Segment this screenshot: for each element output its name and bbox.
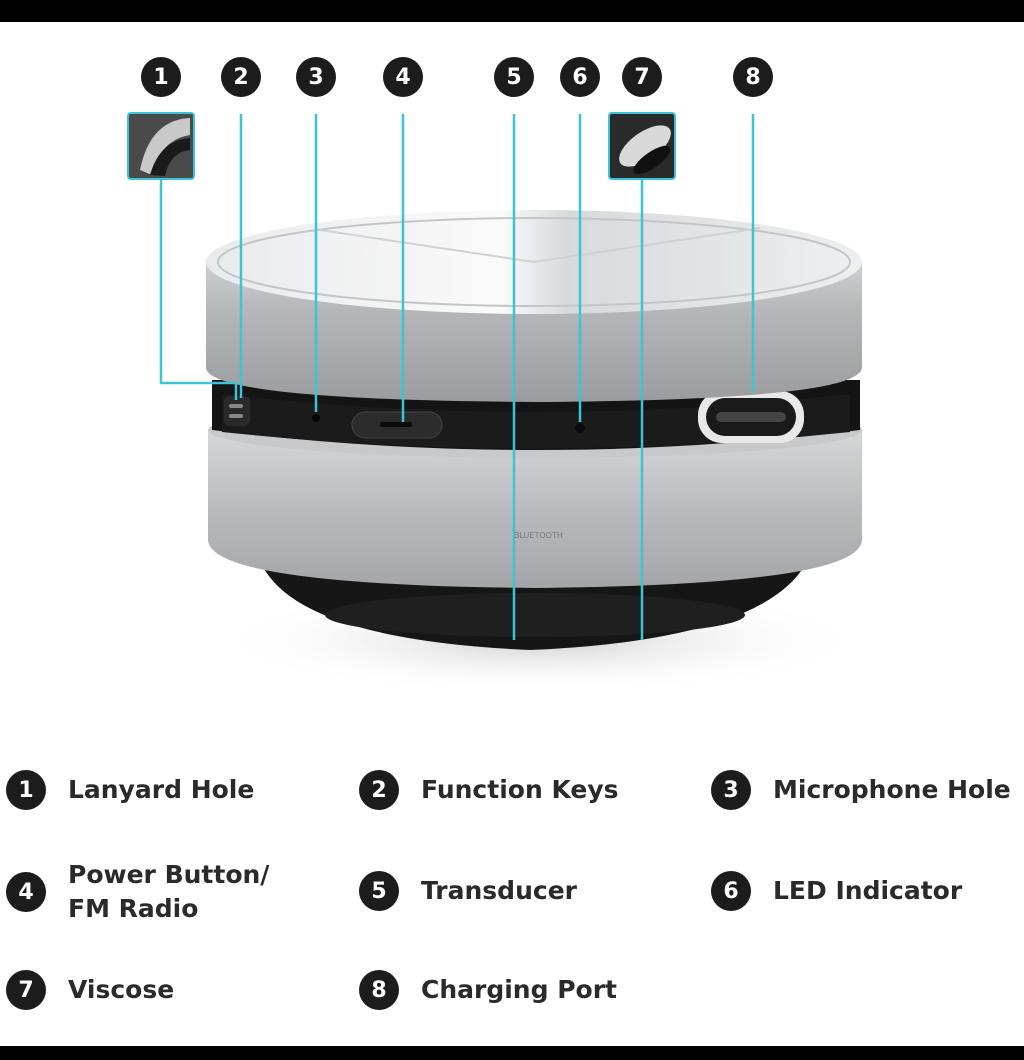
legend-badge: 6 bbox=[711, 871, 751, 911]
legend-badge: 2 bbox=[359, 770, 399, 810]
callout-badge-5: 5 bbox=[494, 57, 534, 97]
lanyard-hole bbox=[224, 396, 250, 426]
legend-item-1: 1 Lanyard Hole bbox=[6, 770, 254, 810]
legend-item-2: 2 Function Keys bbox=[359, 770, 619, 810]
product-diagram: BLUETOOTH 1 2 3 4 5 6 7 8 bbox=[0, 22, 1024, 722]
bottom-black-bar bbox=[0, 1046, 1024, 1060]
callout-badge-3: 3 bbox=[296, 57, 336, 97]
legend-label: Microphone Hole bbox=[773, 775, 1011, 804]
legend-badge: 4 bbox=[6, 872, 46, 912]
legend-item-6: 6 LED Indicator bbox=[711, 871, 962, 911]
callout-badge-4: 4 bbox=[383, 57, 423, 97]
legend-label: Transducer bbox=[421, 876, 577, 905]
callout-badge-1: 1 bbox=[141, 57, 181, 97]
callout-lines bbox=[159, 114, 755, 640]
legend-item-4: 4 Power Button/ FM Radio bbox=[6, 858, 269, 926]
legend-label: Power Button/ FM Radio bbox=[68, 860, 270, 923]
lower-housing bbox=[208, 430, 862, 588]
legend-label: Lanyard Hole bbox=[68, 775, 255, 804]
legend-badge: 8 bbox=[359, 970, 399, 1010]
speaker-illustration: BLUETOOTH bbox=[127, 112, 870, 695]
legend-badge: 5 bbox=[359, 871, 399, 911]
legend-badge: 7 bbox=[6, 970, 46, 1010]
product-marking-text: BLUETOOTH bbox=[514, 531, 563, 540]
inset-lanyard bbox=[127, 112, 195, 180]
led-indicator bbox=[575, 423, 585, 433]
legend-label: Viscose bbox=[68, 975, 175, 1004]
legend-item-3: 3 Microphone Hole bbox=[711, 770, 1011, 810]
callout-badge-7: 7 bbox=[622, 57, 662, 97]
legend-item-8: 8 Charging Port bbox=[359, 970, 617, 1010]
callout-badge-2: 2 bbox=[221, 57, 261, 97]
inset-viscose bbox=[608, 112, 676, 180]
legend-label: LED Indicator bbox=[773, 876, 963, 905]
legend-badge: 1 bbox=[6, 770, 46, 810]
top-black-bar bbox=[0, 0, 1024, 22]
legend-badge: 3 bbox=[711, 770, 751, 810]
legend-item-5: 5 Transducer bbox=[359, 871, 577, 911]
legend-label: Charging Port bbox=[421, 975, 617, 1004]
legend-label: Function Keys bbox=[421, 775, 619, 804]
callout-badge-8: 8 bbox=[733, 57, 773, 97]
legend-item-7: 7 Viscose bbox=[6, 970, 174, 1010]
callout-badge-6: 6 bbox=[560, 57, 600, 97]
mic-hole bbox=[312, 414, 320, 422]
